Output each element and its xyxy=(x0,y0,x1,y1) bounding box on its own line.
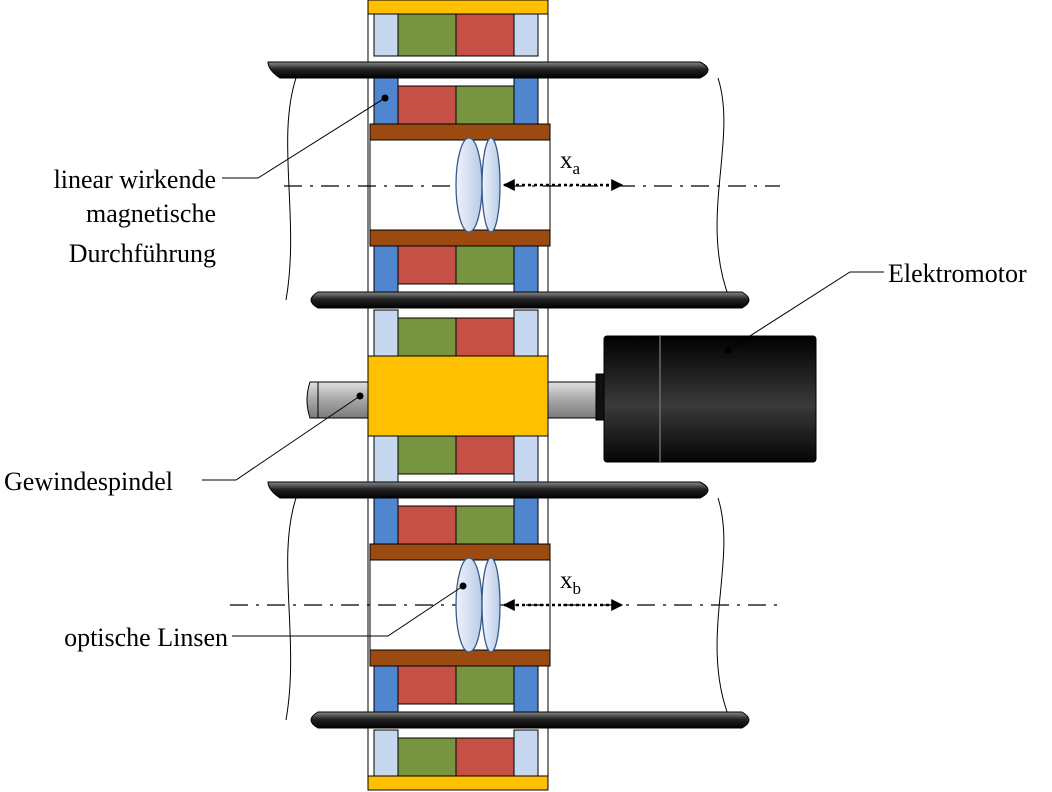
leader-motor xyxy=(724,271,884,354)
inner-magnet-upper-bottom xyxy=(373,245,539,293)
electric-motor xyxy=(595,335,817,463)
displacement-label-b: xb xyxy=(560,567,581,598)
lower-lenses xyxy=(455,557,501,653)
inner-magnet-upper-top xyxy=(373,77,539,125)
label-feedthrough-line1: linear wirkende xyxy=(54,165,216,194)
spindle-nut xyxy=(367,355,549,437)
outer-magnet-ring-bottom xyxy=(373,729,539,777)
label-lenses: optische Linsen xyxy=(64,623,228,652)
outer-magnet-ring-mid-lower xyxy=(373,435,539,483)
outer-magnet-ring-mid-upper xyxy=(373,309,539,357)
leader-spindle xyxy=(202,392,364,481)
label-spindle: Gewindespindel xyxy=(4,467,173,496)
top-end-cap xyxy=(367,0,549,15)
inner-magnet-lower-top xyxy=(373,497,539,545)
displacement-label-a: xa xyxy=(560,147,581,178)
label-motor: Elektromotor xyxy=(888,259,1027,288)
label-feedthrough-line3: Durchführung xyxy=(69,239,216,268)
leader-lenses xyxy=(232,582,467,637)
inner-magnet-lower-bottom xyxy=(373,665,539,713)
upper-tube xyxy=(267,61,750,309)
leader-feedthrough xyxy=(222,94,389,179)
lower-tube xyxy=(267,481,750,729)
label-feedthrough-line2: magnetische xyxy=(86,199,216,228)
outer-magnet-ring-top xyxy=(373,13,539,57)
bottom-end-cap xyxy=(367,775,549,791)
upper-lenses xyxy=(455,137,501,233)
